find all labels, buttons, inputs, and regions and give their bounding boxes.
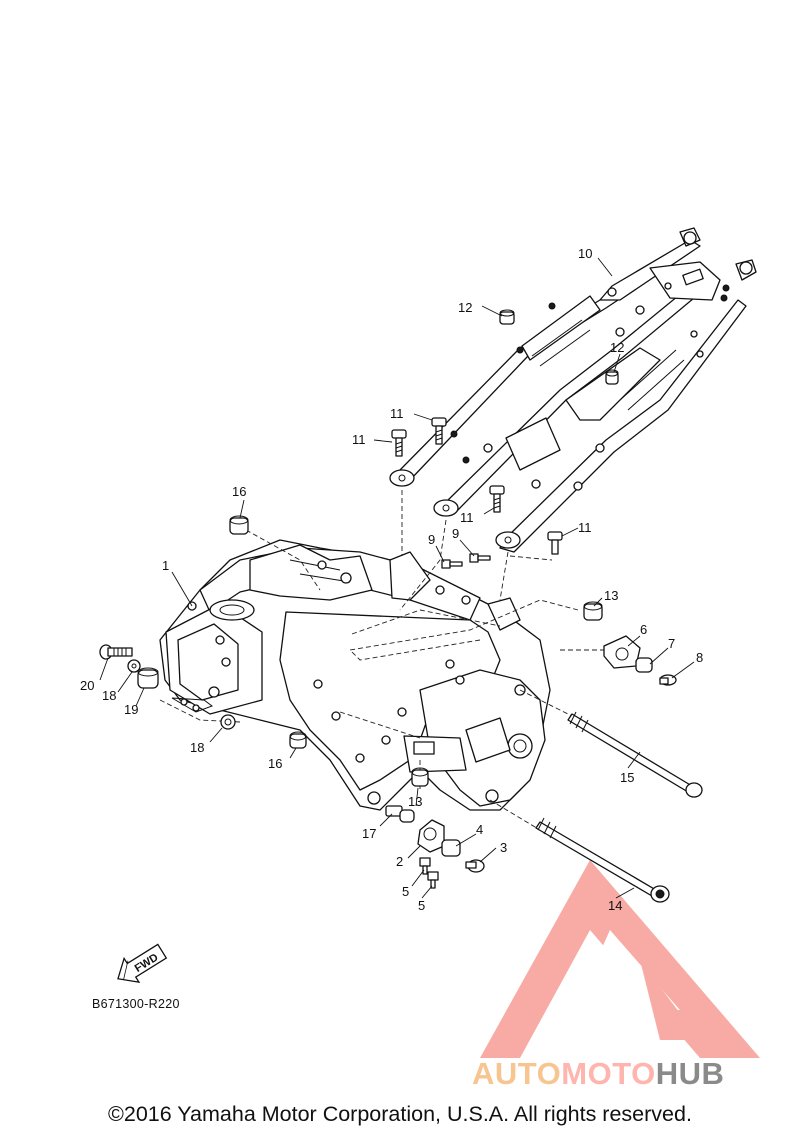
callout-7: 7: [668, 636, 675, 651]
callout-12-b: 12: [610, 340, 624, 355]
bolt-5-a: [419, 857, 431, 875]
callout-11-c: 11: [460, 510, 474, 525]
callout-12-a: 12: [458, 300, 472, 315]
watermark-moto: MOTO: [561, 1056, 656, 1091]
callout-6: 6: [640, 622, 647, 637]
bolt-3: [465, 859, 485, 873]
callout-13-b: 13: [408, 794, 422, 809]
long-bolt-14: [535, 817, 670, 903]
callout-8: 8: [696, 650, 703, 665]
callout-10: 10: [578, 246, 592, 261]
callout-16-a: 16: [232, 484, 246, 499]
callout-9-b: 9: [452, 526, 459, 541]
collar-16-a: [229, 515, 249, 535]
bolt-11-a: [391, 429, 407, 457]
callout-2: 2: [396, 854, 403, 869]
copyright-notice: ©2016 Yamaha Motor Corporation, U.S.A. A…: [108, 1102, 692, 1126]
main-frame-1: [159, 539, 551, 811]
collar-13-a: [583, 601, 603, 621]
callout-1: 1: [162, 558, 169, 573]
callout-18-a: 18: [102, 688, 116, 703]
watermark-auto: AUTO: [472, 1056, 562, 1091]
bracket-2: [417, 819, 445, 853]
watermark-text: AUTOMOTOHUB: [472, 1056, 724, 1092]
fwd-arrow-icon: FWD: [117, 943, 168, 984]
automotohub-logo: [480, 860, 760, 1058]
rear-frame-10: [389, 227, 757, 553]
callout-14: 14: [608, 898, 622, 913]
callout-11-a: 11: [390, 406, 404, 421]
callout-15: 15: [620, 770, 634, 785]
long-bolt-15: [567, 711, 703, 798]
callout-16-b: 16: [268, 756, 282, 771]
washer-18-a: [127, 659, 141, 673]
callout-5-a: 5: [402, 884, 409, 899]
nut-12-b: [605, 369, 619, 385]
watermark-hub: HUB: [655, 1056, 725, 1091]
callout-4: 4: [476, 822, 483, 837]
nut-12-a: [499, 309, 515, 325]
bolt-20: [99, 644, 133, 660]
washer-18-b: [220, 714, 236, 730]
callout-11-b: 11: [352, 432, 366, 447]
diagram-code: B671300-R220: [92, 997, 180, 1011]
callout-19: 19: [124, 702, 138, 717]
callout-9-a: 9: [428, 532, 435, 547]
collar-16-b: [289, 731, 307, 749]
callout-18-b: 18: [190, 740, 204, 755]
callout-3: 3: [500, 840, 507, 855]
callout-13-a: 13: [604, 588, 618, 603]
callout-5-b: 5: [418, 898, 425, 913]
bolt-9-a: [441, 559, 463, 569]
callout-labels: 1 2 3 4 5 5 6 7 8 9 9 10 11 11 11 11 12 …: [80, 246, 703, 913]
bolt-17: [385, 805, 415, 823]
callout-11-d: 11: [578, 520, 592, 535]
callout-17: 17: [362, 826, 376, 841]
bolt-11-c: [489, 485, 505, 513]
leader-lines: [99, 257, 695, 899]
bolt-9-b: [469, 553, 491, 563]
bolts-and-parts: [99, 309, 703, 903]
collar-7: [635, 657, 653, 673]
collar-13-b: [411, 767, 429, 787]
collar-19: [137, 667, 159, 689]
bolt-11-b: [431, 417, 447, 445]
collar-4: [441, 839, 461, 857]
callout-20: 20: [80, 678, 94, 693]
bolt-11-d: [547, 531, 563, 555]
bolt-5-b: [427, 871, 439, 889]
